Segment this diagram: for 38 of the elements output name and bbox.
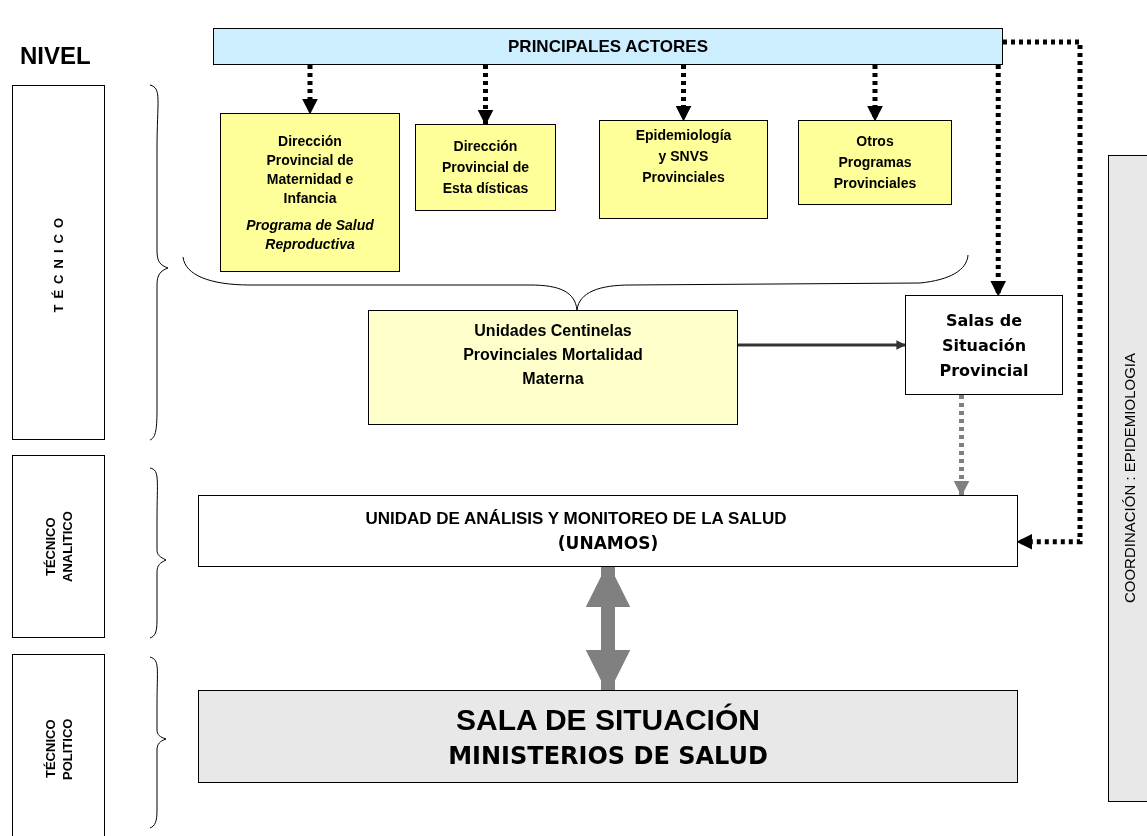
node-text: Dirección Provincial de Esta dísticas: [440, 137, 531, 198]
node-text: SALA DE SITUACIÓN: [456, 701, 760, 738]
header-box: [213, 28, 1003, 65]
arrow: [867, 65, 883, 122]
process-box: [905, 295, 1063, 395]
node-text: TÉCNICO POLITICO: [41, 717, 76, 782]
node-text: (UNAMOS): [557, 532, 659, 555]
process-box: [220, 113, 400, 272]
node-text: Unidades Centinelas Provinciales Mortalidad Materna: [462, 321, 644, 389]
node-text: Programa de Salud Reproductiva: [245, 215, 375, 254]
process-box: [798, 120, 952, 205]
arrow: [990, 65, 1007, 297]
arrow: [953, 395, 970, 497]
arrow: [302, 65, 318, 115]
node-text: UNIDAD DE ANÁLISIS Y MONITOREO DE LA SALUD: [365, 507, 787, 530]
level-box: [12, 85, 105, 440]
level-box: [12, 455, 105, 638]
node-text: Epidemiología y SNVS Provinciales: [634, 126, 733, 187]
level-heading: NIVEL: [20, 41, 91, 71]
node-text: MINISTERIOS DE SALUD: [448, 740, 768, 772]
process-box: [368, 310, 738, 425]
node-text: PRINCIPALES ACTORES: [508, 35, 708, 58]
node-text: Salas de Situación Provincial: [938, 309, 1030, 382]
process-box: [198, 690, 1018, 783]
arrow: [738, 340, 906, 350]
arrow: [1003, 39, 1083, 550]
process-box: [415, 124, 556, 211]
level-box: [12, 654, 105, 836]
node-text: Dirección Provincial de Maternidad e Infancia: [265, 131, 355, 208]
coordination-box: [1108, 155, 1147, 802]
arrow: [477, 65, 494, 126]
node-text: COORDINACIÓN : EPIDEMIOLOGIA: [1120, 353, 1140, 604]
arrow: [675, 65, 692, 122]
node-text: TÉCNICO ANALITICO: [41, 510, 76, 584]
process-box: [599, 120, 768, 219]
node-text: TÉCNICO: [49, 212, 67, 313]
process-box: [198, 495, 1018, 567]
node-text: Otros Programas Provinciales: [832, 132, 918, 193]
